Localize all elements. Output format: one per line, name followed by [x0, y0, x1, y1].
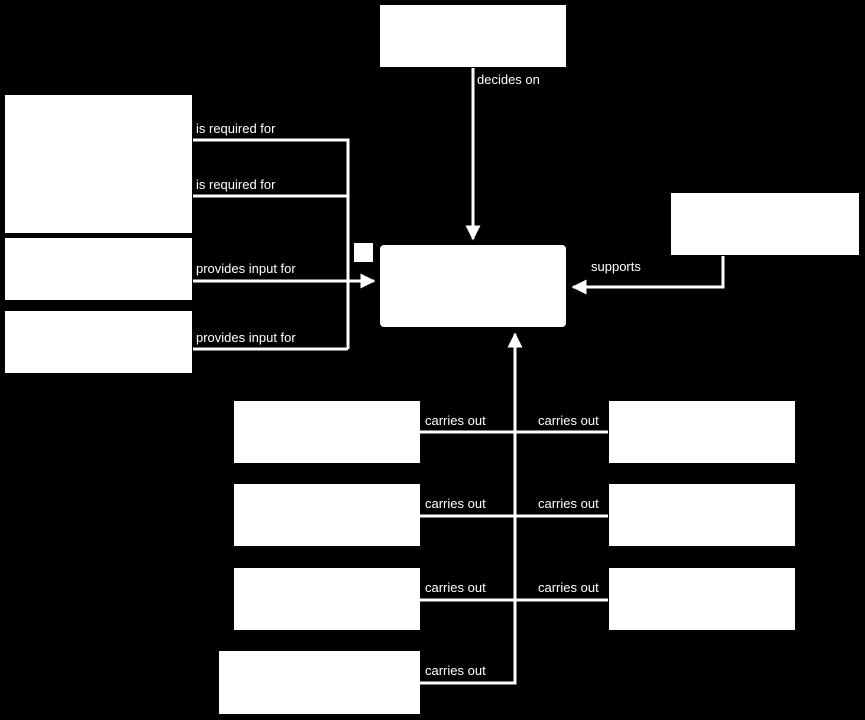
junction-marker: [354, 243, 373, 262]
edge-carries-out-trunk: [420, 332, 523, 685]
label-carries-out-l4: carries out: [425, 663, 486, 678]
node-center: [380, 245, 566, 327]
node-bottom-left-4: [219, 651, 420, 714]
label-provides-input-for-1: provides input for: [196, 261, 296, 276]
edge-labels: decides on is required for is required f…: [196, 72, 641, 678]
nodes: [5, 5, 859, 714]
node-left-1: [5, 95, 192, 233]
connectors: [193, 68, 725, 685]
node-bottom-left-2: [234, 484, 420, 546]
node-bottom-left-3: [234, 568, 420, 630]
label-supports: supports: [591, 259, 641, 274]
node-bottom-right-1: [609, 401, 795, 463]
node-left-2: [5, 238, 192, 300]
edge-is-required-for-1: [193, 138, 350, 349]
edge-supports: [571, 256, 725, 295]
label-provides-input-for-2: provides input for: [196, 330, 296, 345]
label-carries-out-r1: carries out: [538, 413, 599, 428]
label-carries-out-r3: carries out: [538, 580, 599, 595]
node-bottom-right-3: [609, 568, 795, 630]
label-carries-out-l1: carries out: [425, 413, 486, 428]
node-left-3: [5, 311, 192, 373]
node-top: [380, 5, 566, 67]
node-bottom-right-2: [609, 484, 795, 546]
node-bottom-left-1: [234, 401, 420, 463]
label-is-required-for-1: is required for: [196, 121, 276, 136]
label-carries-out-l3: carries out: [425, 580, 486, 595]
label-decides-on: decides on: [477, 72, 540, 87]
label-carries-out-r2: carries out: [538, 496, 599, 511]
label-is-required-for-2: is required for: [196, 177, 276, 192]
label-carries-out-l2: carries out: [425, 496, 486, 511]
node-right: [671, 193, 859, 255]
